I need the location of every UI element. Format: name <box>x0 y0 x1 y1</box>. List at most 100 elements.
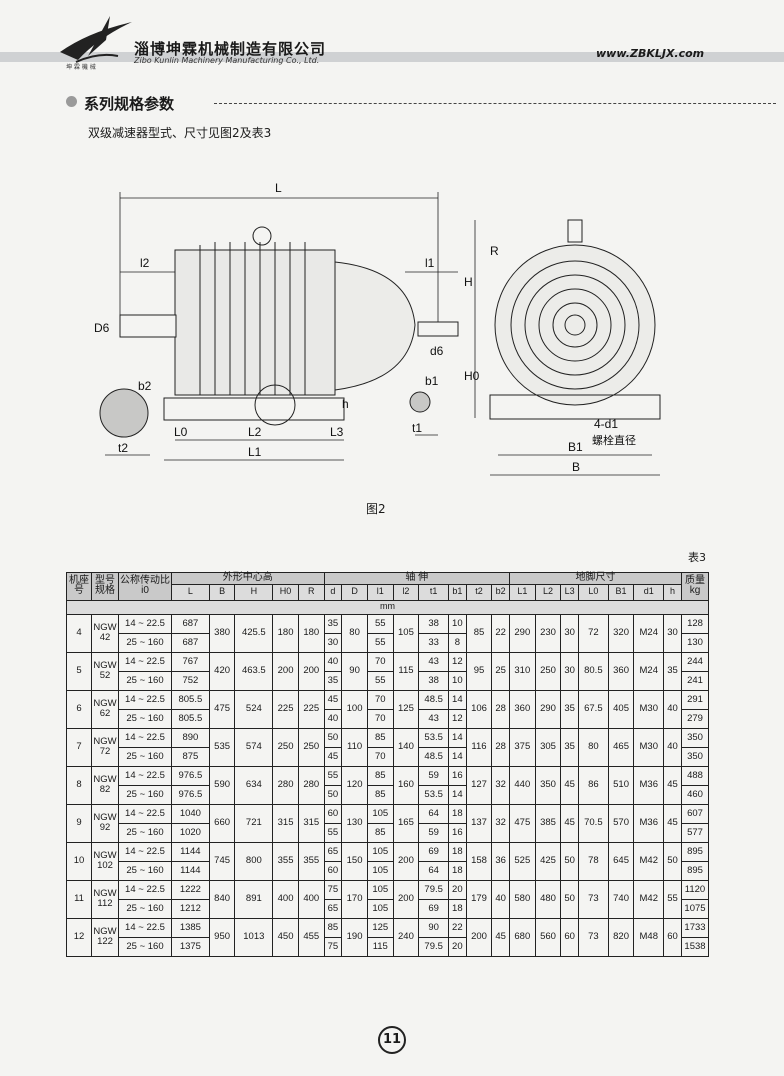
table-cell: M48 <box>633 917 665 957</box>
section-bullet-icon <box>66 96 77 107</box>
table-cell: 38 <box>418 613 450 634</box>
table-cell: 200 <box>297 651 325 691</box>
table-cell: 55 <box>323 822 343 843</box>
header-frame: 机座号 <box>66 572 92 601</box>
table-cell: 85 <box>366 727 394 748</box>
table-cell: 190 <box>341 917 368 957</box>
table-cell: 59 <box>418 765 450 786</box>
table-cell: 25 ~ 160 <box>118 670 172 691</box>
subheader-cell: L3 <box>560 583 579 601</box>
table-cell: 315 <box>297 803 325 843</box>
dim-L1: L1 <box>248 445 262 459</box>
website-link[interactable]: www.ZBKLJX.com <box>596 47 705 60</box>
table-cell: 895 <box>681 860 709 881</box>
table-cell: 440 <box>508 765 536 805</box>
table-cell: 250 <box>272 727 299 767</box>
table-cell: 14 ~ 22.5 <box>118 841 172 862</box>
table-cell: 680 <box>508 917 536 957</box>
shaft-section-large <box>99 388 149 438</box>
subheader-cell: R <box>297 583 325 601</box>
table-cell: 291 <box>681 689 709 710</box>
table-cell: 840 <box>208 879 236 919</box>
table-cell: 1120 <box>681 879 709 900</box>
company-name-cn: 淄博坤霖机械制造有限公司 <box>134 40 327 58</box>
table-cell: 250 <box>534 651 562 691</box>
table-cell: 14 <box>448 689 467 710</box>
table-cell: 110 <box>341 727 368 767</box>
table-cell: 55 <box>323 765 343 786</box>
header-shaft: 轴 伸 <box>323 572 510 585</box>
table-cell: 1212 <box>171 898 210 919</box>
table-cell: 55 <box>366 670 394 691</box>
table-cell: 45 <box>560 765 579 805</box>
table-cell: 11 <box>66 879 92 919</box>
table-cell: 106 <box>465 689 493 729</box>
table-cell: 805.5 <box>171 689 210 710</box>
reducer-cap <box>334 261 416 391</box>
table-cell: 25 ~ 160 <box>118 936 172 957</box>
table-cell: 250 <box>297 727 325 767</box>
table-cell: 10 <box>448 613 467 634</box>
table-cell: 280 <box>297 765 325 805</box>
company-name-en: Zibo Kunlin Machinery Manufacturing Co.,… <box>134 56 320 65</box>
table-cell: 60 <box>323 803 343 824</box>
table-cell: 50 <box>560 841 579 881</box>
table-cell: 25 <box>491 651 510 691</box>
subheader-cell: l2 <box>392 583 420 601</box>
table-cell: 8 <box>448 632 467 653</box>
table-cell: 30 <box>560 613 579 653</box>
table-cell: 315 <box>272 803 299 843</box>
table-cell: 105 <box>392 613 420 653</box>
table-cell: 463.5 <box>234 651 274 691</box>
table-cell: 200 <box>392 879 420 919</box>
table-cell: 752 <box>171 670 210 691</box>
table-cell: 475 <box>208 689 236 729</box>
table-cell: 105 <box>366 860 394 881</box>
table-cell: 40 <box>491 879 510 919</box>
table-cell: M42 <box>633 879 665 919</box>
table-cell: 45 <box>663 765 682 805</box>
table-cell: 50 <box>323 784 343 805</box>
table-cell: 420 <box>208 651 236 691</box>
table-cell: 634 <box>234 765 274 805</box>
table-cell: 645 <box>607 841 635 881</box>
table-cell: 7 <box>66 727 92 767</box>
table-cell: 570 <box>607 803 635 843</box>
table-cell: 305 <box>534 727 562 767</box>
dim-t1: t1 <box>412 421 422 435</box>
table-cell: 75 <box>323 879 343 900</box>
table-cell: 16 <box>448 822 467 843</box>
subheader-cell: L0 <box>578 583 609 601</box>
table-cell: 400 <box>297 879 325 919</box>
table-cell: 890 <box>171 727 210 748</box>
table-label: 表3 <box>688 551 706 564</box>
table-cell: 70 <box>366 746 394 767</box>
dim-R: R <box>490 244 499 258</box>
dim-bolt-count: 4-d1 <box>594 417 618 431</box>
table-cell: 85 <box>323 917 343 938</box>
table-cell: 35 <box>560 689 579 729</box>
table-cell: 14 <box>448 784 467 805</box>
table-cell: 950 <box>208 917 236 957</box>
table-cell: 450 <box>272 917 299 957</box>
table-cell: 67.5 <box>578 689 609 729</box>
table-cell: 460 <box>681 784 709 805</box>
table-cell: 10 <box>448 670 467 691</box>
table-cell: 45 <box>323 746 343 767</box>
subheader-cell: B <box>208 583 236 601</box>
table-cell: M24 <box>633 651 665 691</box>
table-cell: 90 <box>341 651 368 691</box>
table-cell: 1733 <box>681 917 709 938</box>
table-cell: 55 <box>366 613 394 634</box>
table-cell: 20 <box>448 879 467 900</box>
table-cell: 128 <box>681 613 709 634</box>
table-cell: 14 ~ 22.5 <box>118 765 172 786</box>
table-cell: 14 ~ 22.5 <box>118 689 172 710</box>
dim-L: L <box>275 181 282 195</box>
table-cell: 1144 <box>171 860 210 881</box>
table-cell: 40 <box>323 708 343 729</box>
table-cell: 580 <box>508 879 536 919</box>
